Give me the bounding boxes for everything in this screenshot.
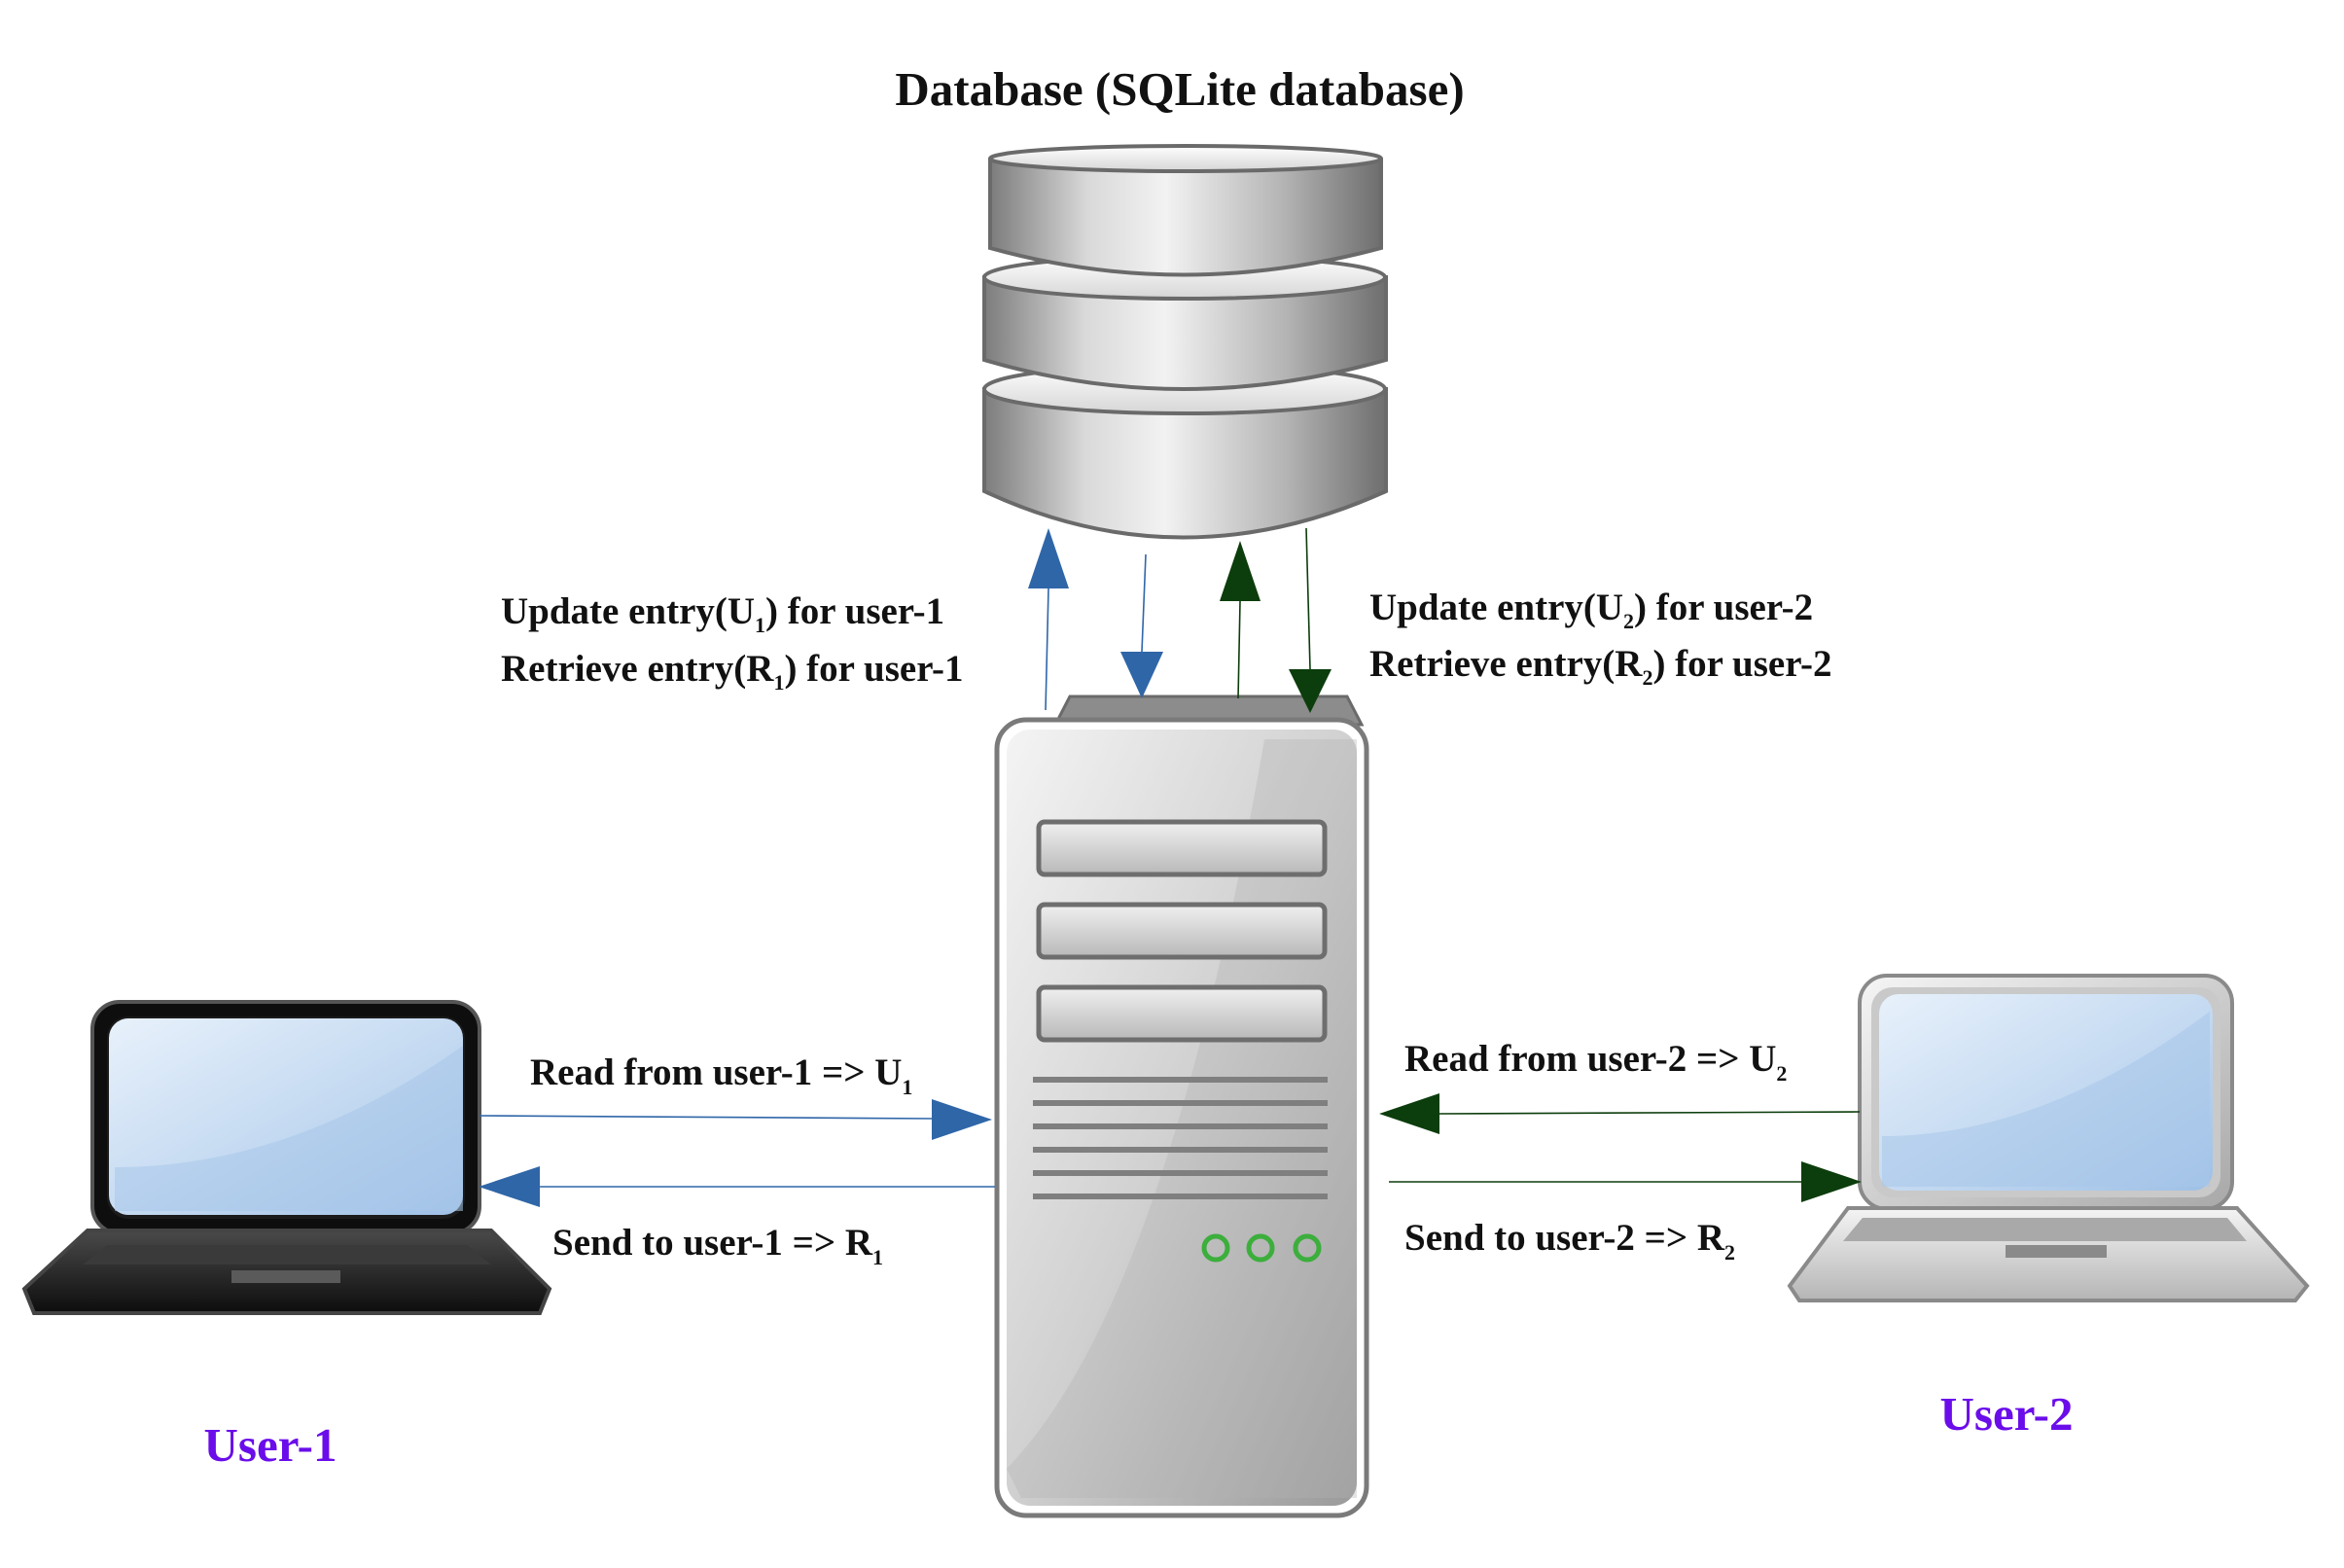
label-update-entry-user1: Update entry(U1) for user-1: [501, 590, 944, 637]
db-arrows: [1028, 527, 1332, 713]
arrowhead-read-user2: [1379, 1093, 1439, 1134]
label-retrieve-entry-user2: Retrieve entry(R2) for user-2: [1369, 643, 1832, 690]
arrowhead-send-user1: [479, 1166, 540, 1207]
laptop-icon-user1: [21, 1000, 552, 1315]
diagram-title: Database (SQLite database): [895, 62, 1464, 116]
arrowhead-read-user1: [932, 1099, 992, 1140]
arrowhead-send-user2: [1801, 1161, 1862, 1202]
server-status-leds: [1201, 1233, 1322, 1263]
client-arrows: [479, 1093, 1862, 1207]
arrowhead-update-user1: [1028, 528, 1069, 588]
drive-bays: [1036, 819, 1328, 1043]
label-retrieve-entry-user1: Retrieve entry(R1) for user-1: [501, 648, 964, 695]
arrowhead-retrieve-user1: [1120, 652, 1163, 698]
user1-label: User-1: [204, 1418, 337, 1472]
server-icon: [994, 695, 1369, 1518]
label-send-to-user2: Send to user-2 => R2: [1404, 1217, 1735, 1265]
arrowhead-update-user2: [1220, 541, 1261, 601]
label-update-entry-user2: Update entry(U2) for user-2: [1369, 587, 1813, 633]
label-read-from-user2: Read from user-2 => U2: [1404, 1038, 1787, 1086]
label-read-from-user1: Read from user-1 => U1: [530, 1051, 912, 1099]
label-send-to-user1: Send to user-1 => R1: [552, 1222, 883, 1269]
user2-label: User-2: [1940, 1387, 2074, 1441]
server-vents: [1033, 1077, 1328, 1199]
arrowhead-retrieve-user2: [1289, 669, 1332, 713]
laptop-icon-user2: [1787, 974, 2310, 1302]
database-icon: [982, 144, 1388, 540]
